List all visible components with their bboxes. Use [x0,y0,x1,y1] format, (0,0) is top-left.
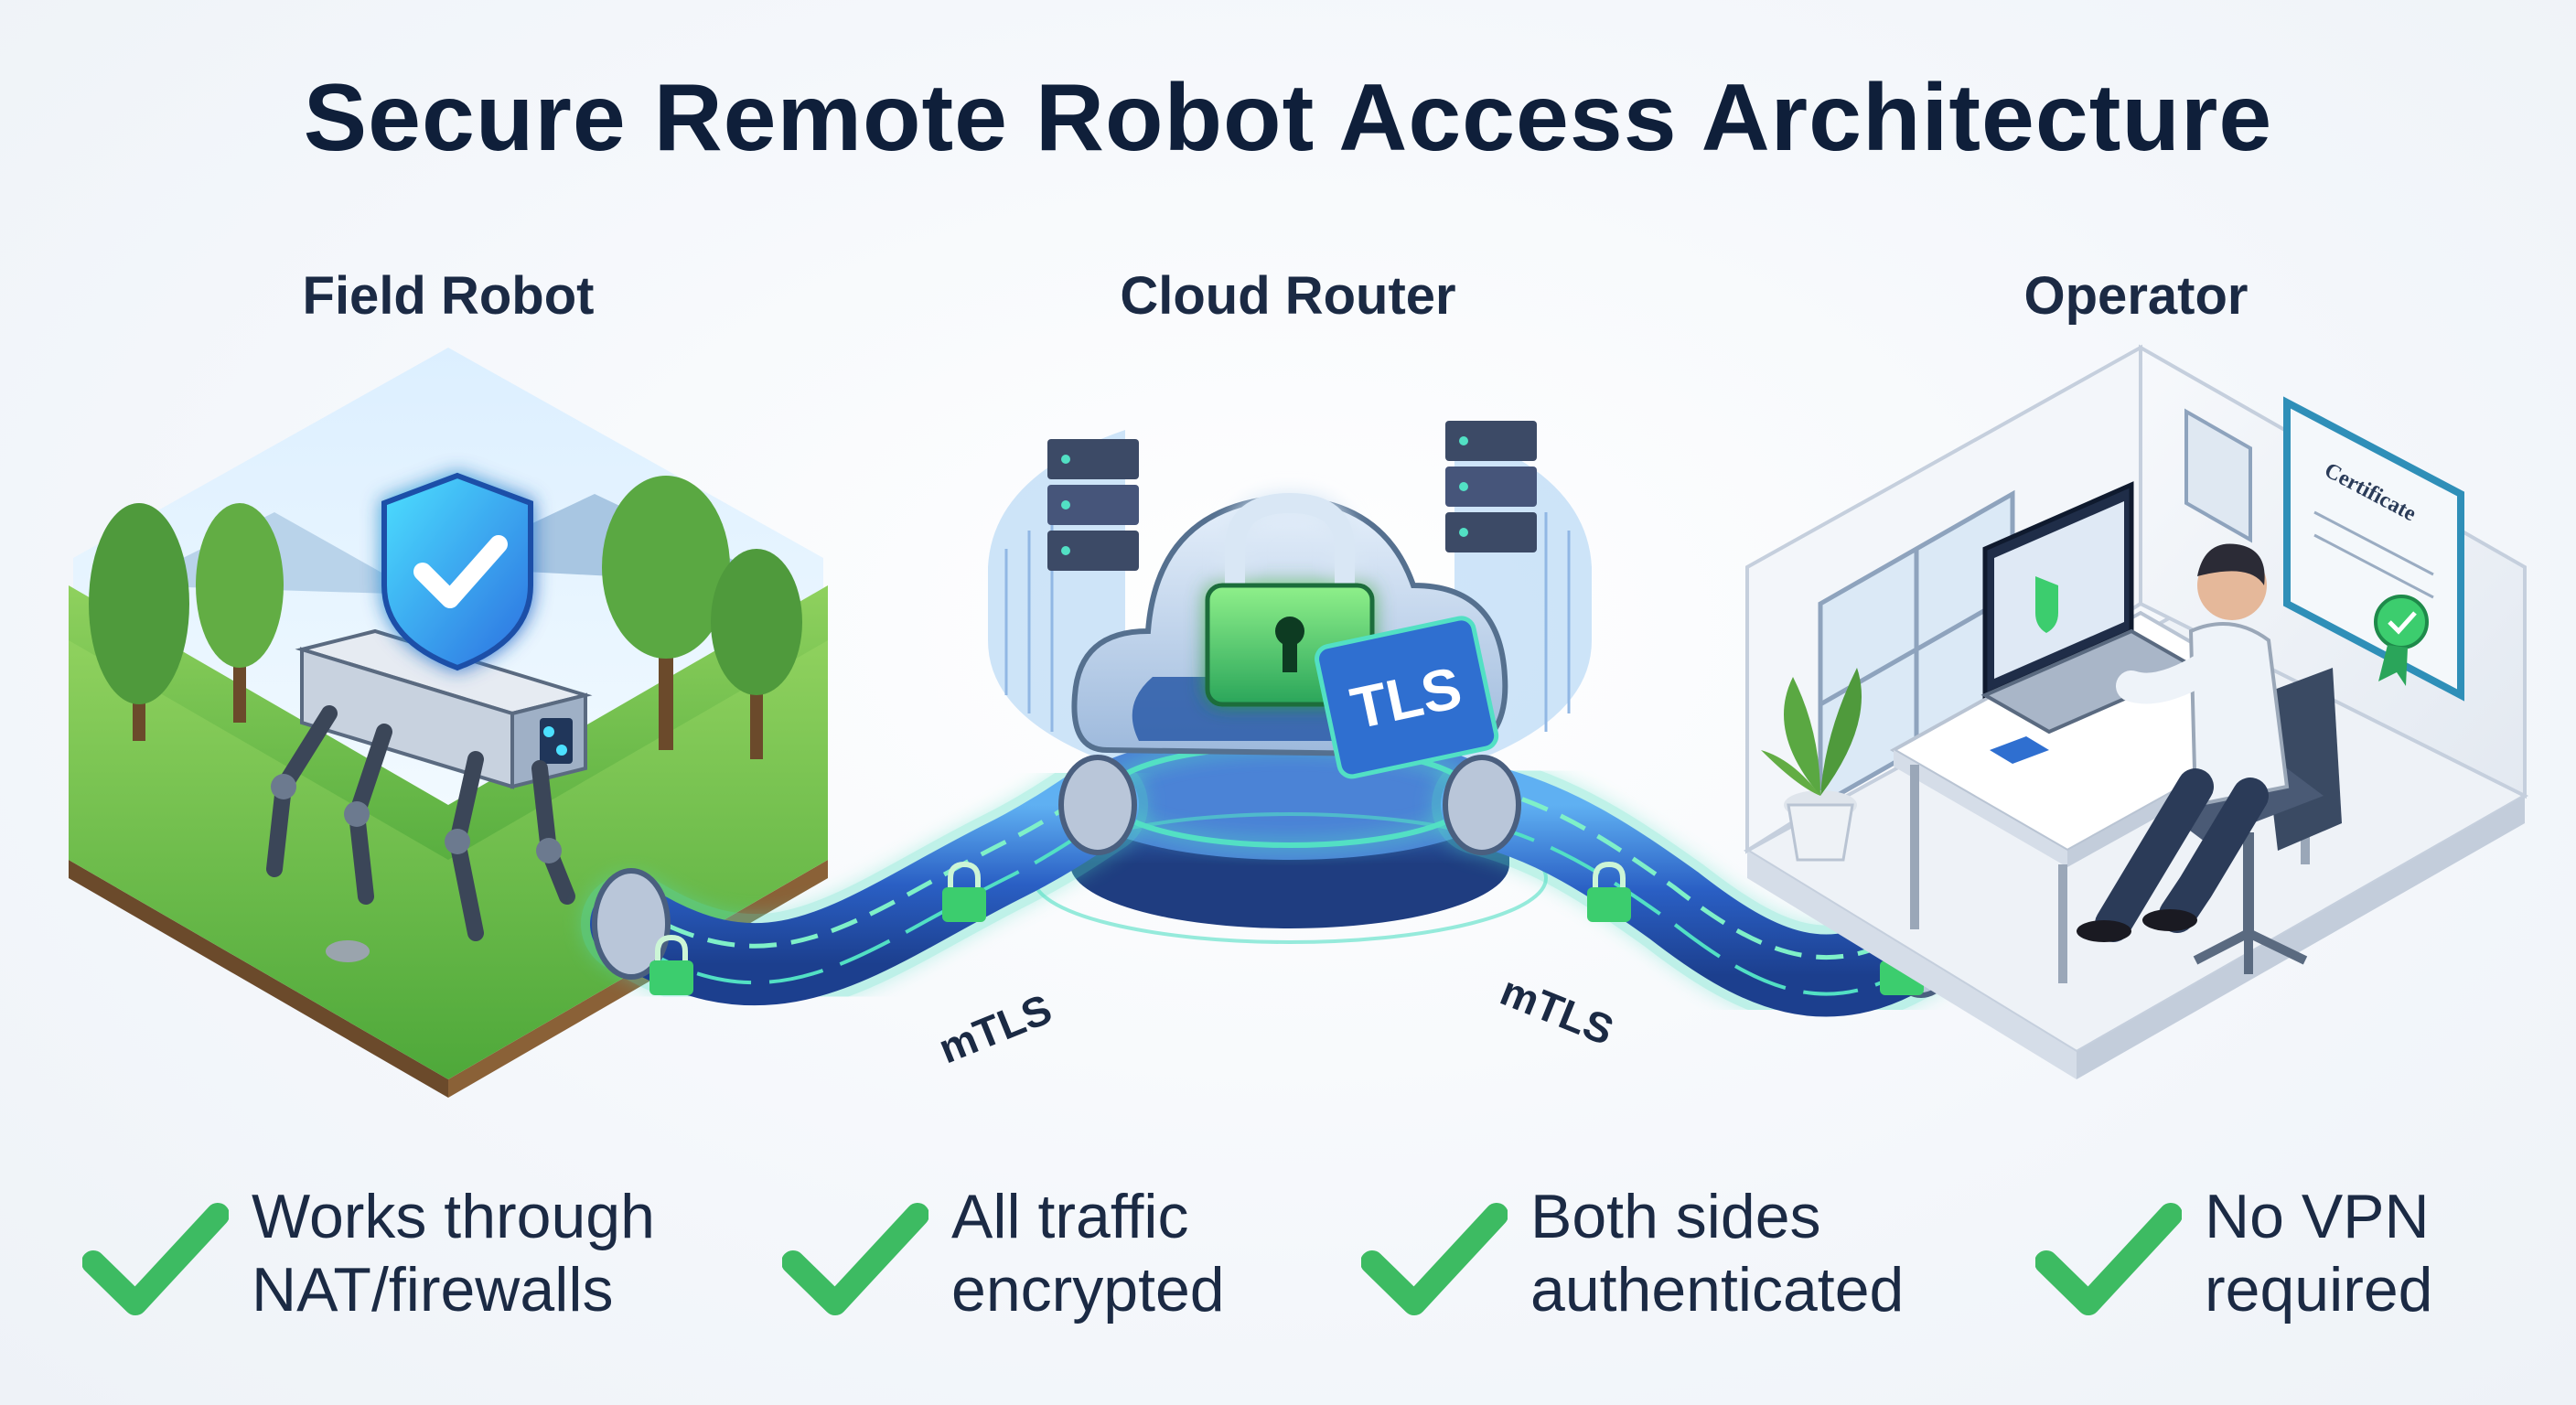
benefit-line-1: Both sides [1530,1182,1821,1251]
check-icon [2035,1203,2182,1315]
benefits-row: Works through NAT/firewalls All traffic … [0,1180,2576,1363]
tree-icon [196,503,284,723]
page-title: Secure Remote Robot Access Architecture [303,65,2273,171]
server-rack-icon [1047,439,1139,571]
benefit-line-2: authenticated [1530,1255,1905,1325]
mtls-label-left: mTLS [932,984,1058,1072]
mtls-label-right: mTLS [1494,966,1620,1054]
quadruped-robot [266,628,593,941]
padlock-icon [649,934,693,995]
benefit-line-1: No VPN [2205,1182,2430,1251]
tree-icon [602,476,730,750]
benefit-line-2: NAT/firewalls [252,1255,614,1325]
cloud-router: TLS [988,421,1592,944]
operator-scene: Certificate [1744,344,2528,1079]
tree-icon [89,503,189,741]
check-icon [82,1203,229,1315]
plant-icon [1761,668,1862,862]
benefit-line-2: encrypted [951,1255,1225,1325]
padlock-icon [1587,861,1631,922]
operator-label: Operator [2023,266,2249,326]
benefit-line-1: Works through [252,1182,655,1251]
shield-check-icon [381,472,533,671]
tree-icon [711,549,802,759]
server-rack-icon [1445,421,1537,552]
cloud-router-label: Cloud Router [1120,266,1456,326]
field-robot-label: Field Robot [302,266,595,326]
operator-person [2077,543,2290,942]
laptop-icon [1980,481,2200,735]
benefit-line-2: required [2205,1255,2433,1325]
check-icon [782,1203,928,1315]
padlock-icon [942,861,986,922]
mtls-pipe-left: mTLS [581,755,1148,1072]
check-icon [1361,1203,1508,1315]
benefit-line-1: All traffic [951,1182,1189,1251]
certificate-frame: Certificate [2283,396,2464,702]
tls-badge: TLS [1315,616,1499,779]
